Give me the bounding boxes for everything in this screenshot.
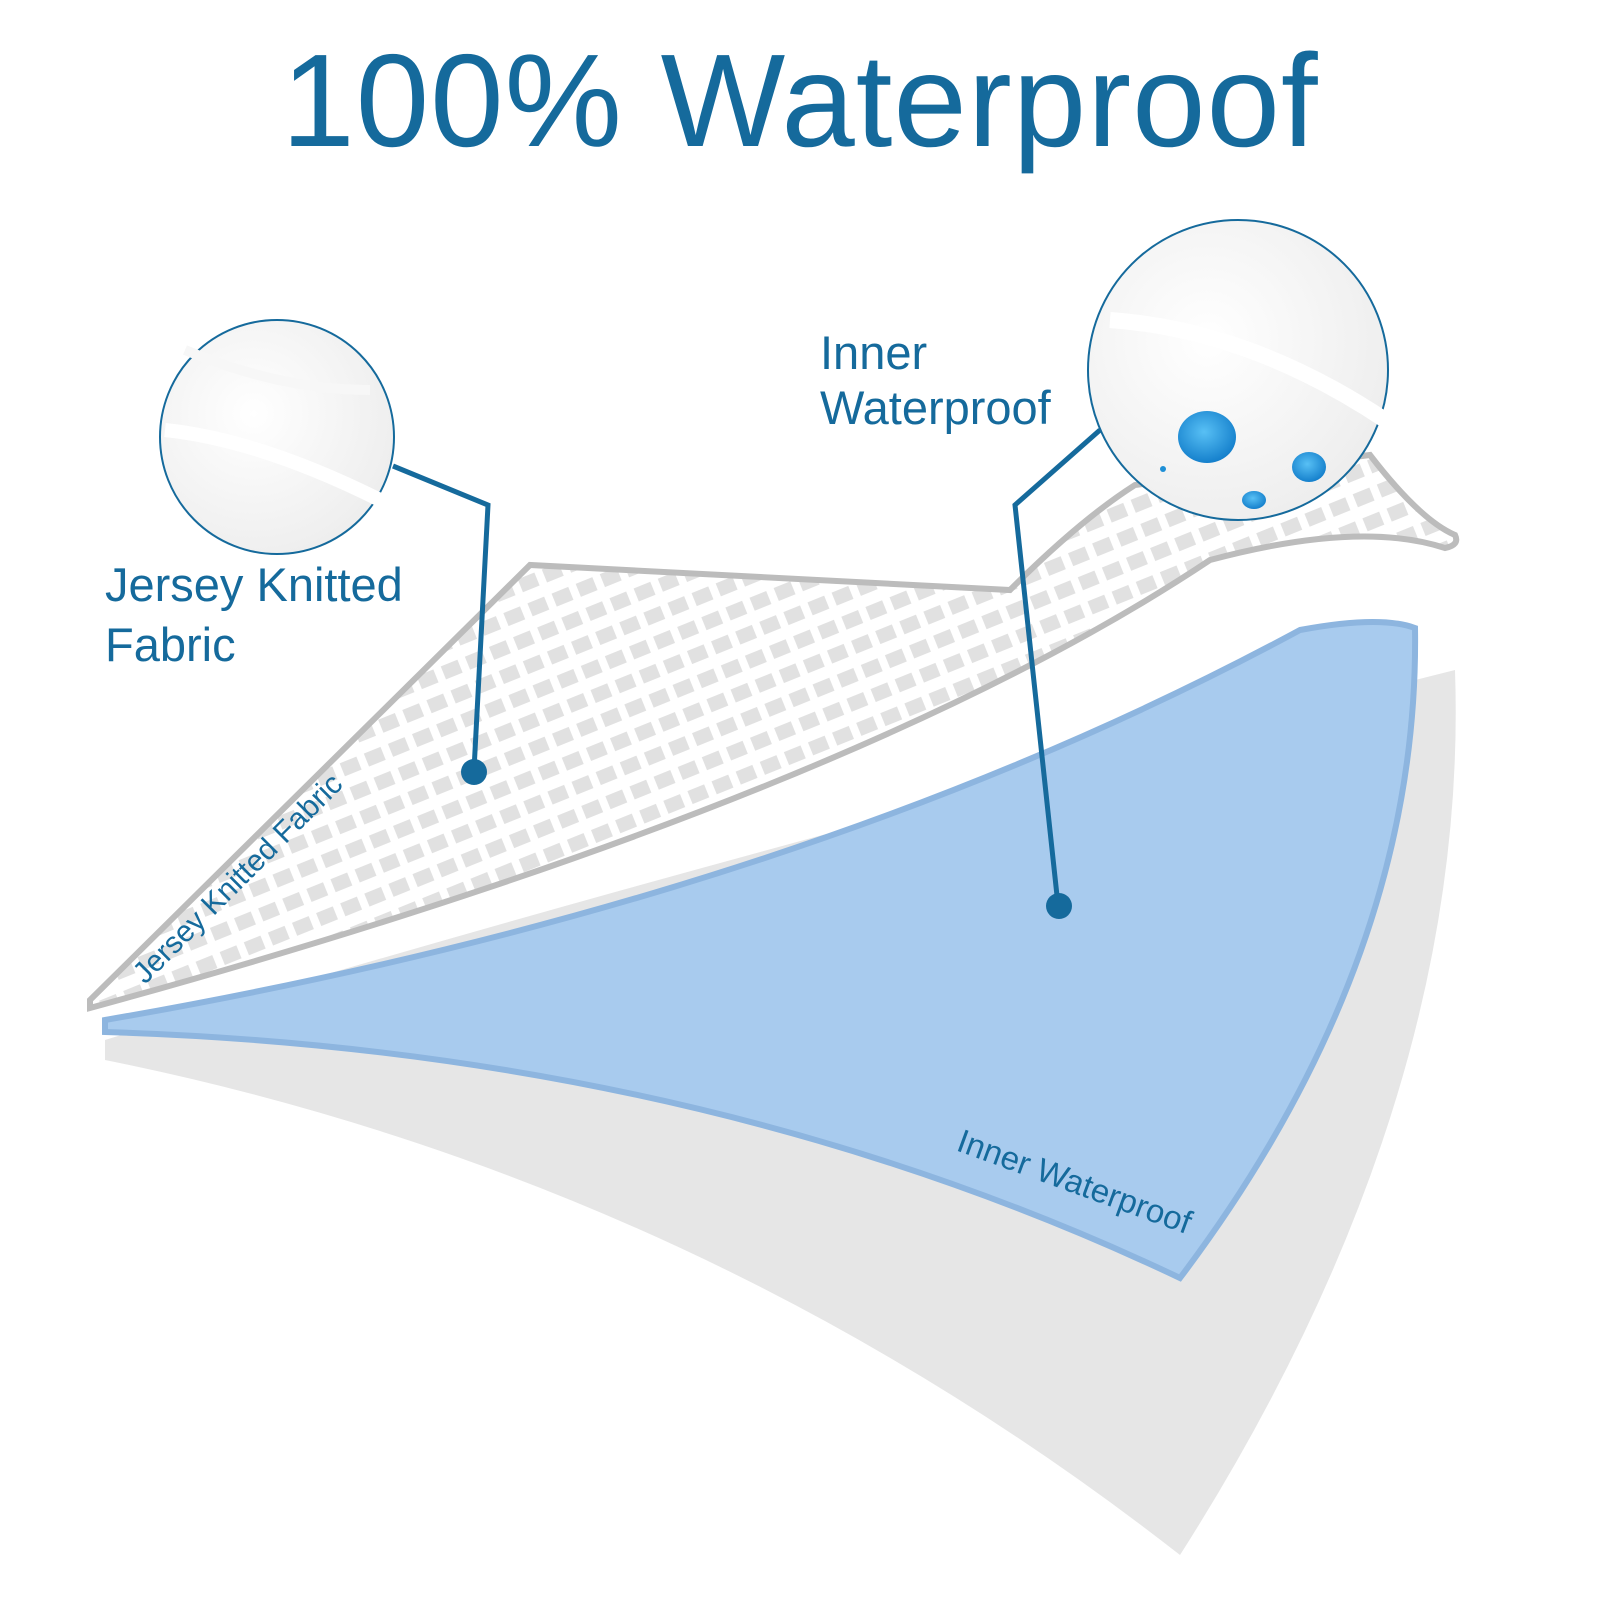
inner-waterproof-callout: Inner Waterproof <box>820 325 1120 435</box>
callout-line: Jersey Knitted <box>105 558 403 611</box>
left-leader-line <box>392 463 491 771</box>
page-title: 100% Waterproof <box>281 27 1319 174</box>
water-droplet-icon <box>1292 452 1326 482</box>
right-leader-dot <box>1046 893 1072 919</box>
callout-line: Inner <box>820 326 928 379</box>
callout-line: Fabric <box>105 618 236 671</box>
waterproof-magnifier-circle <box>1087 219 1390 521</box>
water-droplet-icon <box>1160 466 1166 472</box>
fabric-layer <box>87 451 1460 1012</box>
water-droplet-icon <box>1242 491 1266 509</box>
right-leader-line <box>1012 428 1102 906</box>
left-leader-dot <box>461 759 487 785</box>
jersey-fabric-callout: Jersey Knitted Fabric <box>105 555 485 675</box>
callout-line: Waterproof <box>820 381 1051 434</box>
water-droplet-icon <box>1178 411 1236 463</box>
waterproof-layer <box>102 618 1419 1282</box>
fabric-magnifier-circle <box>159 319 395 555</box>
